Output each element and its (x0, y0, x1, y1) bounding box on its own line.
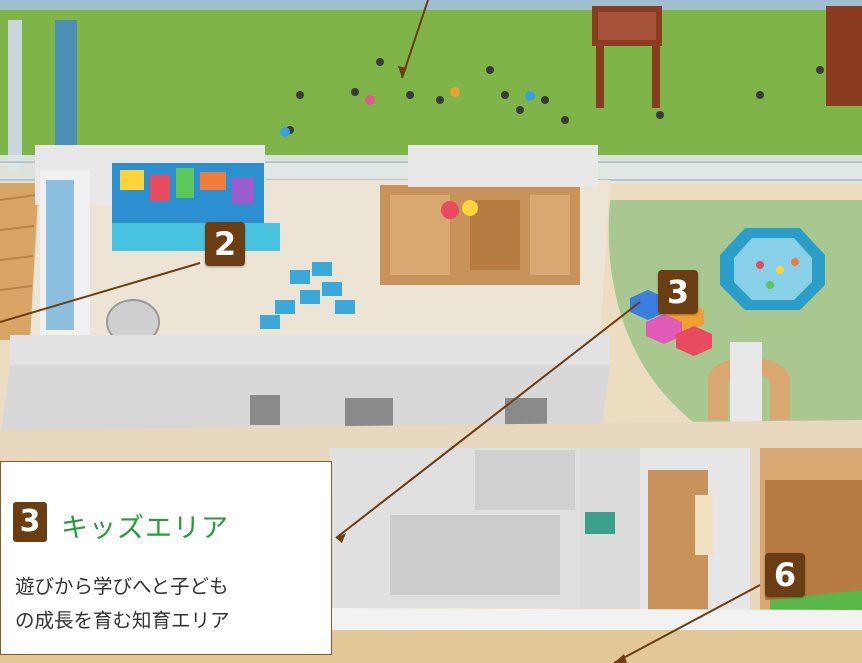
area-marker-3: 3 (658, 270, 698, 314)
wooden-deck (0, 160, 40, 340)
leader-lines (0, 0, 761, 663)
jungle-gym (592, 6, 862, 108)
info-area-title: キッズエリア (61, 513, 229, 544)
area-marker-6: 6 (765, 553, 805, 597)
soft-blocks (260, 262, 355, 329)
info-description-line: の成長を育む知育エリア (15, 609, 230, 632)
info-area-number: 3 (13, 502, 47, 542)
kids-area-info-box: 3 キッズエリア 遊びから学びへと子ども の成長を育む知育エリア (0, 461, 332, 655)
area-marker-2: 2 (205, 222, 245, 266)
info-description-line: 遊びから学びへと子ども (15, 575, 229, 598)
outdoor-lawn (0, 0, 862, 160)
wooden-play-structure (380, 145, 598, 285)
